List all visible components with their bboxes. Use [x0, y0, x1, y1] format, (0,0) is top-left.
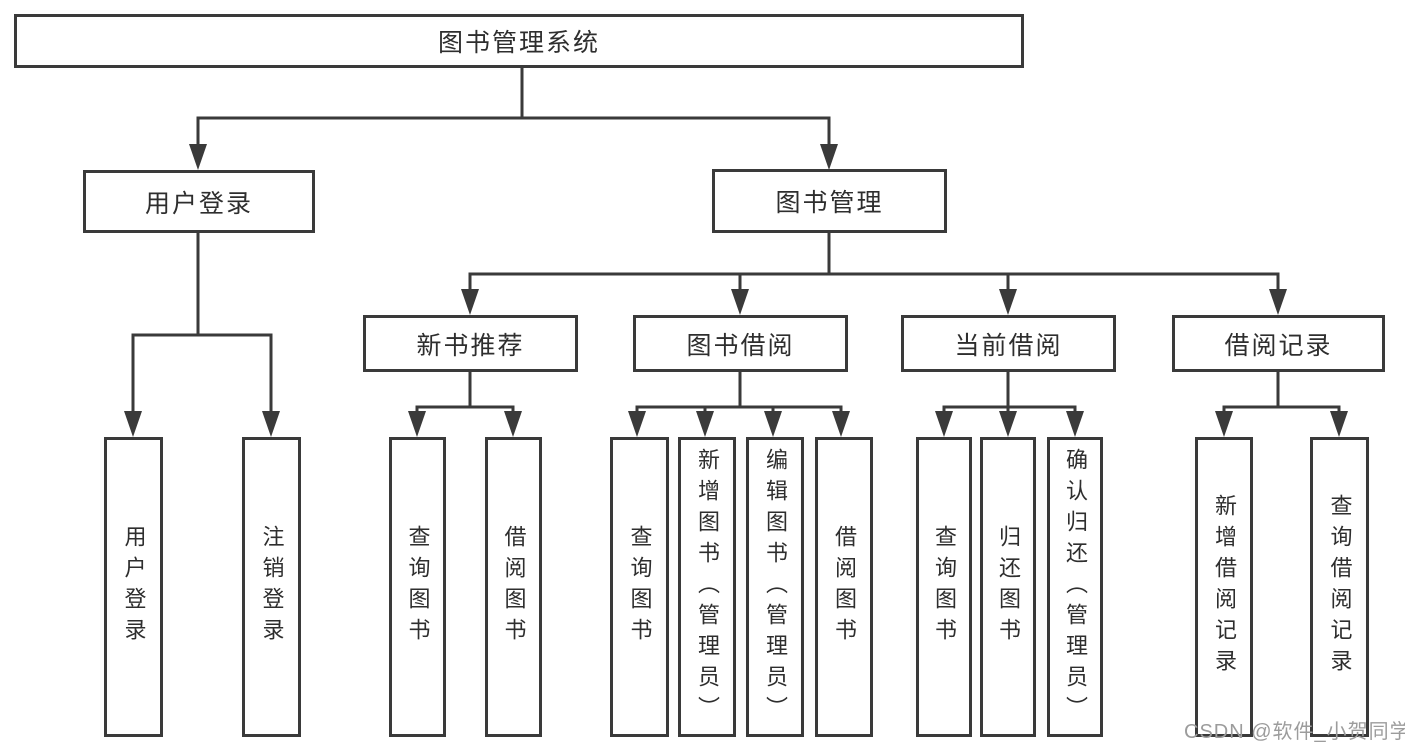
leaf-label: 编辑图书（管理员） — [763, 447, 788, 727]
leaf-logout-login: 注销登录 — [242, 437, 301, 737]
arrowhead-down-icon — [820, 144, 838, 170]
node-book-borrowing: 图书借阅 — [633, 315, 848, 372]
leaf-label: 新增借阅记录 — [1212, 494, 1237, 680]
node-user-login: 用户登录 — [83, 170, 315, 233]
arrowhead-down-icon — [764, 411, 782, 437]
leaf-label: 确认归还（管理员） — [1063, 447, 1088, 727]
arrowhead-down-icon — [696, 411, 714, 437]
arrowhead-down-icon — [408, 411, 426, 437]
leaf-borrow-books-1: 借阅图书 — [485, 437, 542, 737]
arrowhead-down-icon — [1215, 411, 1233, 437]
leaf-edit-books-admin: 编辑图书（管理员） — [746, 437, 804, 737]
arrowhead-down-icon — [262, 411, 280, 437]
leaf-query-borrow-record: 查询借阅记录 — [1310, 437, 1369, 737]
node-label: 新书推荐 — [416, 331, 525, 360]
node-library-system: 图书管理系统 — [14, 14, 1024, 68]
leaf-label: 用户登录 — [121, 525, 147, 649]
arrowhead-down-icon — [999, 289, 1017, 315]
connector-bookmgmt-to-level3 — [468, 233, 1280, 293]
leaf-label: 借阅图书 — [501, 525, 527, 649]
leaf-label: 借阅图书 — [832, 525, 857, 649]
connector-newbook-to-leaves — [415, 372, 515, 415]
leaf-label: 查询借阅记录 — [1327, 494, 1353, 680]
node-label: 借阅记录 — [1224, 331, 1333, 360]
leaf-add-books-admin: 新增图书（管理员） — [678, 437, 736, 737]
arrowhead-down-icon — [731, 289, 749, 315]
node-label: 当前借阅 — [954, 331, 1063, 360]
leaf-return-books: 归还图书 — [980, 437, 1036, 737]
node-new-book-recommendation: 新书推荐 — [363, 315, 578, 372]
leaf-label: 查询图书 — [627, 525, 653, 649]
arrowhead-down-icon — [628, 411, 646, 437]
leaf-add-borrow-record: 新增借阅记录 — [1195, 437, 1253, 737]
node-label: 图书管理 — [775, 189, 884, 217]
arrowhead-down-icon — [832, 411, 850, 437]
arrowhead-down-icon — [935, 411, 953, 437]
leaf-label: 查询图书 — [405, 525, 431, 649]
connector-userlogin-to-leaves — [131, 233, 273, 415]
leaf-borrow-books-2: 借阅图书 — [815, 437, 873, 737]
node-label: 图书管理系统 — [437, 29, 600, 57]
arrowhead-down-icon — [999, 411, 1017, 437]
node-label: 用户登录 — [144, 189, 253, 218]
node-borrowing-records: 借阅记录 — [1172, 315, 1385, 372]
arrowhead-down-icon — [461, 289, 479, 315]
leaf-query-books-3: 查询图书 — [916, 437, 972, 737]
connector-borrowing-to-leaves — [635, 372, 843, 415]
connector-current-to-leaves — [942, 372, 1077, 415]
leaf-label: 注销登录 — [259, 525, 285, 649]
connector-root-to-level2 — [196, 68, 831, 148]
node-label: 图书借阅 — [686, 331, 795, 360]
node-book-management: 图书管理 — [712, 169, 947, 233]
leaf-user-login: 用户登录 — [104, 437, 163, 737]
leaf-label: 新增图书（管理员） — [695, 447, 720, 727]
leaf-query-books-2: 查询图书 — [610, 437, 669, 737]
node-current-borrowing: 当前借阅 — [901, 315, 1116, 372]
arrowhead-down-icon — [1330, 411, 1348, 437]
leaf-label: 查询图书 — [932, 525, 957, 649]
watermark: CSDN @软件_小贺同学 — [1184, 721, 1405, 743]
arrowhead-down-icon — [1269, 289, 1287, 315]
connector-records-to-leaves — [1222, 372, 1341, 415]
leaf-confirm-return-admin: 确认归还（管理员） — [1047, 437, 1103, 737]
leaf-label: 归还图书 — [996, 525, 1021, 649]
arrowhead-down-icon — [504, 411, 522, 437]
leaf-query-books-1: 查询图书 — [389, 437, 446, 737]
arrowhead-down-icon — [1066, 411, 1084, 437]
arrowhead-down-icon — [189, 144, 207, 170]
arrowhead-down-icon — [124, 411, 142, 437]
